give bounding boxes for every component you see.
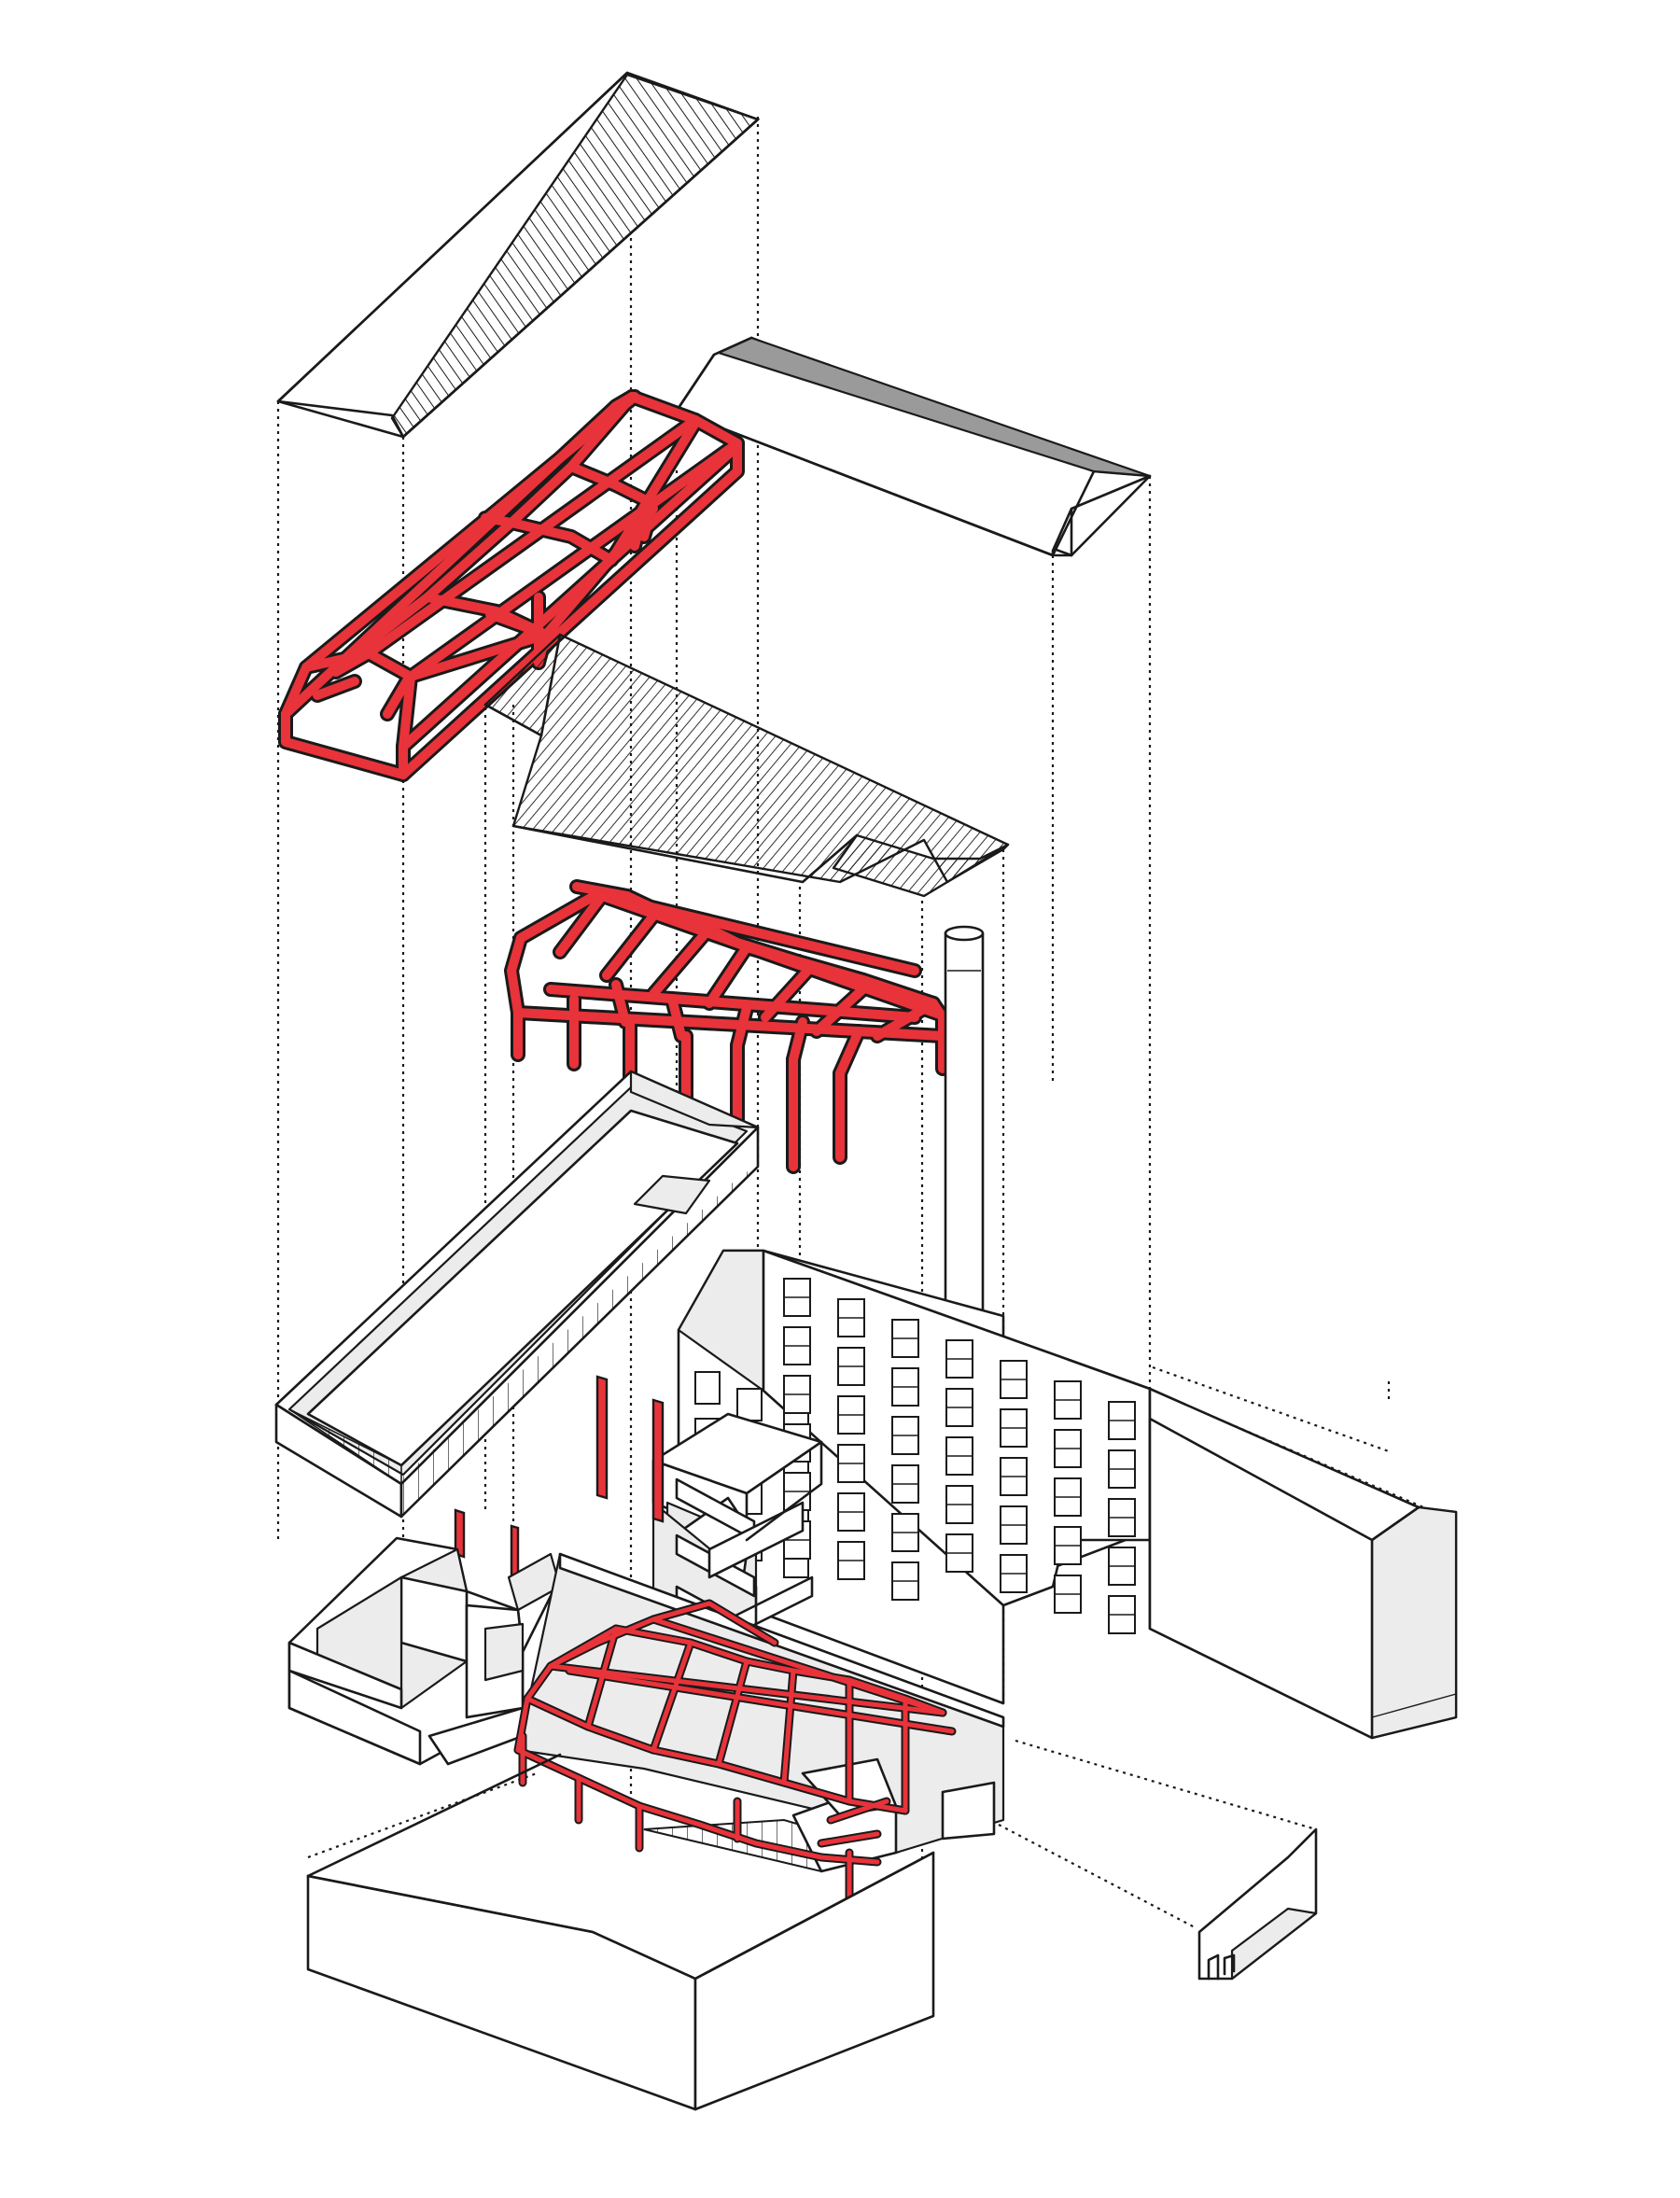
small-wing (1197, 1827, 1318, 1981)
red-columns (454, 1375, 665, 1579)
hall-volume (274, 1070, 760, 1519)
roof-existing (675, 336, 1152, 557)
roof-upper (276, 71, 761, 439)
window (736, 1388, 763, 1421)
rear-wing (1148, 1387, 1458, 1740)
annex-volume (287, 1536, 562, 1766)
roof-middle (483, 633, 1010, 898)
window (694, 1371, 721, 1405)
steel-frame-lower (513, 1552, 1005, 1904)
base-volume (306, 1753, 935, 2111)
steel-frame-upper (278, 389, 745, 782)
